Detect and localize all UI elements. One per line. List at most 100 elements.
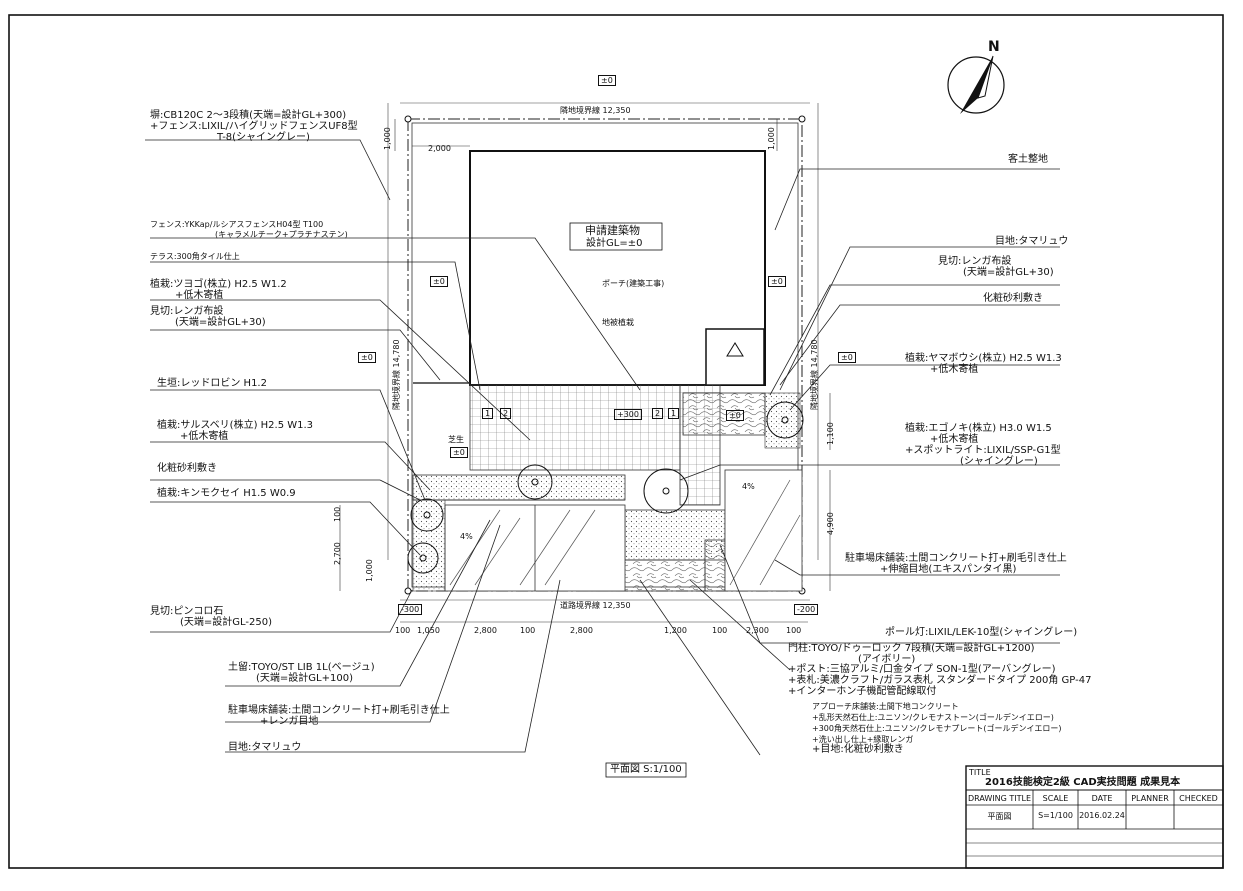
dim-bottom-5: 1,200 xyxy=(664,626,687,635)
approach-note-3: +300角天然石仕上:ユニソン/クレモナプレート(ゴールデンイエロー) xyxy=(812,724,1062,733)
retain-note: 土留:TOYO/ST LIB 1L(ベージュ) xyxy=(228,662,375,673)
header-checked: CHECKED xyxy=(1179,794,1218,803)
soil-note: 客土整地 xyxy=(1008,154,1048,165)
slope-right: 4% xyxy=(742,482,755,491)
plant1-sub-right: +低木寄植 xyxy=(930,364,979,375)
fence2-note: フェンス:YKKap/ルシアスフェンスH04型 T100 xyxy=(150,220,324,229)
dim-left-1000: 1,000 xyxy=(365,559,374,582)
dim-top-1000-left: 1,000 xyxy=(383,127,392,150)
grid-mark-4: 1 xyxy=(668,408,680,419)
lawn-label: 芝生 xyxy=(448,435,464,444)
left-boundary-label: 隣地境界線 14,780 xyxy=(392,339,401,410)
gate-note-3: +ポスト:三協アルミ/口金タイプ SON-1型(アーバングレー) xyxy=(788,664,1056,675)
dim-right-4900: 4,900 xyxy=(826,512,835,535)
level-porch: ±0 xyxy=(726,410,744,421)
slope-left: 4% xyxy=(460,532,473,541)
gate-note-1: 門柱:TOYO/ドゥーロック 7段積(天端=設計GL+1200) xyxy=(788,643,1035,654)
approach-stone xyxy=(682,392,766,436)
level-road-left: -300 xyxy=(398,604,423,615)
level-terrace: +300 xyxy=(614,409,642,420)
plant2-sub: +低木寄植 xyxy=(180,431,229,442)
plant3-note: 植栽:キンモクセイ H1.5 W0.9 xyxy=(157,488,296,499)
dim-top-2000: 2,000 xyxy=(428,144,451,153)
parking-sub-left: +レンガ目地 xyxy=(260,716,319,727)
grid-mark-3: 2 xyxy=(652,408,664,419)
plant2-sub1: +低木寄植 xyxy=(930,434,979,445)
pole-note: ポール灯:LIXIL/LEK-10型(シャイングレー) xyxy=(885,627,1078,638)
plant2-note-right: 植栽:エゴノキ(株立) H3.0 W1.5 xyxy=(905,423,1052,434)
approach-note-4: +洗い出し仕上+縁取レンガ xyxy=(812,735,914,744)
plant1-sub: +低木寄植 xyxy=(175,290,224,301)
dim-bottom-0: 100 xyxy=(395,626,411,635)
top-boundary-label: 隣地境界線 12,350 xyxy=(560,106,631,115)
building-gl: 設計GL=±0 xyxy=(586,238,643,249)
building-label-box xyxy=(569,222,663,251)
approach-note-1: アプローチ床舗装:土間下地コンクリート xyxy=(812,702,959,711)
title-block xyxy=(965,765,1224,869)
plant2-sub2: +スポットライト:LIXIL/SSP-G1型 xyxy=(905,445,1061,456)
plan-caption-box xyxy=(605,762,687,778)
dim-bottom-1: 1,050 xyxy=(417,626,440,635)
level-right: ±0 xyxy=(768,276,786,287)
plant2-note: 植栽:サルスベリ(株立) H2.5 W1.3 xyxy=(157,420,314,431)
dim-bottom-3: 100 xyxy=(520,626,536,635)
terrace-tiles xyxy=(469,384,681,471)
porch-label: ポーチ(建築工事) xyxy=(602,279,665,288)
gate-note-4: +表札:美濃クラフト/ガラス表札 スタンダードタイプ 200角 GP-47 xyxy=(788,675,1092,686)
fence-note: +フェンス:LIXIL/ハイグリッドフェンスUF8型 xyxy=(150,121,358,132)
fence2-color: (キャラメルチーク+プラチナステン) xyxy=(215,230,348,239)
level-left2: ±0 xyxy=(358,352,376,363)
parking-note-right: 駐車場床舗装:土間コンクリート打+刷毛引き仕上 xyxy=(845,553,1067,564)
plant1-note: 植栽:ツヨゴ(株立) H2.5 W1.2 xyxy=(150,279,287,290)
gate-note-5: +インターホン子機配管配線取付 xyxy=(788,686,937,697)
dim-bottom-2: 2,800 xyxy=(474,626,497,635)
parking-sub-right: +伸縮目地(エキスパンタイ黒) xyxy=(880,564,1017,575)
fence-color: T-8(シャイングレー) xyxy=(217,132,310,143)
retain-sub: (天端=設計GL+100) xyxy=(256,673,353,684)
plant1-note-right: 植栽:ヤマボウシ(株立) H2.5 W1.3 xyxy=(905,353,1062,364)
plant2-sub3: (シャイングレー) xyxy=(960,456,1038,467)
dim-left-100: 100 xyxy=(333,506,342,522)
dim-bottom-7: 2,300 xyxy=(746,626,769,635)
hedge-note: 生垣:レッドロビン H1.2 xyxy=(157,378,267,389)
level-road-right: -200 xyxy=(794,604,819,615)
dim-bottom-6: 100 xyxy=(712,626,728,635)
north-label: N xyxy=(988,39,1000,55)
header-date: DATE xyxy=(1091,794,1113,803)
edge2-note: 見切:ピンコロ石 xyxy=(150,606,224,617)
joint-note-right: 目地:タマリュウ xyxy=(995,236,1069,247)
terrace-note: テラス:300角タイル仕上 xyxy=(150,252,240,261)
title-block-title: 2016技能検定2級 CAD実技問題 成果見本 xyxy=(985,777,1181,788)
plan-caption: 平面図 S:1/100 xyxy=(610,764,682,775)
value-scale: S=1/100 xyxy=(1038,811,1073,820)
edge1-sub: (天端=設計GL+30) xyxy=(175,317,266,328)
title-block-label: TITLE xyxy=(969,768,991,777)
header-drawing-title: DRAWING TITLE xyxy=(967,794,1032,803)
header-scale: SCALE xyxy=(1042,794,1069,803)
dim-bottom-8: 100 xyxy=(786,626,802,635)
grid-mark-1: 1 xyxy=(482,408,494,419)
porch xyxy=(705,328,765,386)
north-arrow-icon xyxy=(947,55,1005,114)
level-left: ±0 xyxy=(430,276,448,287)
gravel-note-left: 化粧砂利敷き xyxy=(157,463,217,474)
leader-lines xyxy=(145,139,1060,756)
dim-top-1000-right: 1,000 xyxy=(767,127,776,150)
dim-bottom-4: 2,800 xyxy=(570,626,593,635)
approach-note-5: +目地:化粧砂利敷き xyxy=(812,744,904,755)
level-right2: ±0 xyxy=(838,352,856,363)
sheet-frame xyxy=(8,14,1224,869)
edge2-sub: (天端=設計GL-250) xyxy=(180,617,273,628)
edge-note-right: 見切:レンガ布設 xyxy=(938,256,1012,267)
level-lawn: ±0 xyxy=(450,447,468,458)
gate-note-2: (アイボリー) xyxy=(858,654,916,665)
value-drawing-title: 平面図 xyxy=(987,812,1012,821)
building-title: 申請建築物 xyxy=(585,224,640,237)
grid-mark-2: 2 xyxy=(500,408,512,419)
approach-note-2: +乱形天然石仕上:ユニソン/クレモナストーン(ゴールデンイエロー) xyxy=(812,713,1054,722)
parking-note-left: 駐車場床舗装:土間コンクリート打+刷毛引き仕上 xyxy=(228,705,450,716)
level-top: ±0 xyxy=(598,75,616,86)
bottom-boundary-label: 道路境界線 12,350 xyxy=(560,601,631,610)
ground-cover-label: 地被植栽 xyxy=(602,318,634,327)
